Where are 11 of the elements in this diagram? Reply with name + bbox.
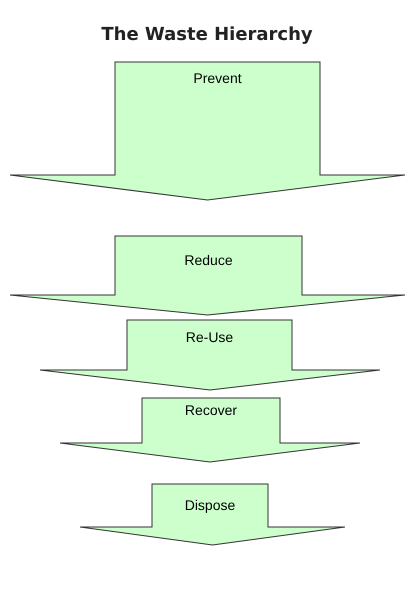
arrow-label: Re-Use [186, 329, 234, 345]
down-arrow-shape [60, 398, 360, 462]
arrow-label: Dispose [184, 497, 236, 513]
down-arrow-shape [10, 236, 405, 315]
arrow-label: Reduce [184, 252, 233, 268]
down-arrow-shape [10, 62, 405, 200]
arrow-label: Recover [184, 402, 238, 418]
diagram-title: The Waste Hierarchy [100, 24, 314, 45]
down-arrow-shape [80, 484, 345, 545]
down-arrow-shape [40, 320, 380, 390]
arrow-label: Prevent [193, 70, 242, 86]
